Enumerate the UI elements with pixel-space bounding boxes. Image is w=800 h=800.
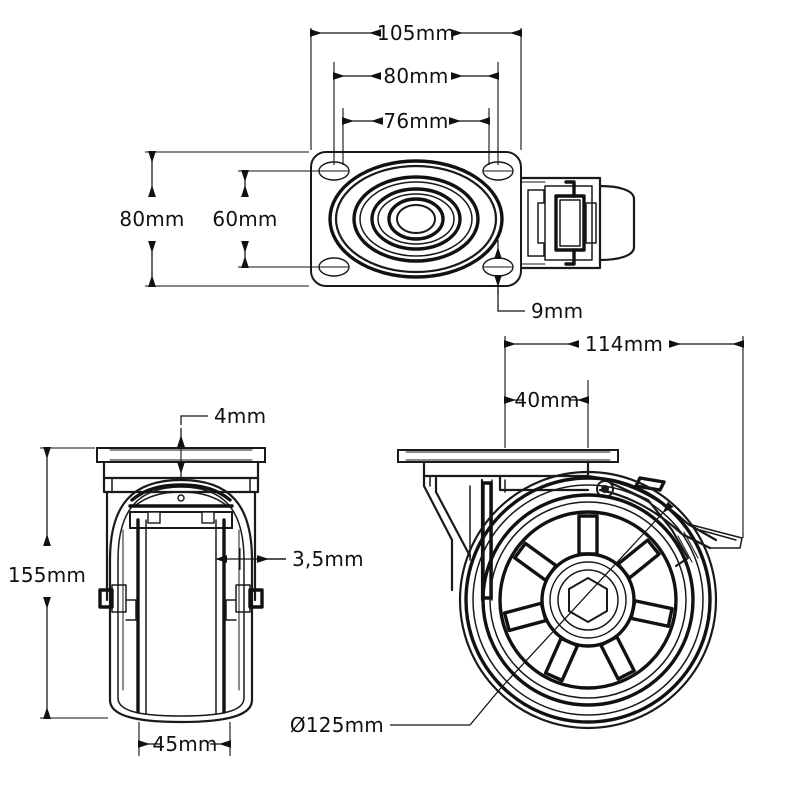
side-view-group: 114mm 40mm Ø125mm	[290, 332, 744, 737]
top-view-group: 105mm 80mm 76mm 80mm 60mm 9mm	[119, 21, 636, 323]
dimension-overall-height: 155mm	[8, 447, 86, 719]
dimension-label-bolt-spacing-long: 80mm	[383, 64, 448, 88]
dimension-wheel-diameter: Ø125mm	[290, 501, 674, 737]
front-view-group: 4mm 155mm 3,5mm 45mm	[8, 404, 364, 756]
top-view-extension-lines	[145, 28, 522, 287]
dimension-label-plate-length: 105mm	[377, 21, 455, 45]
dimension-label-bolt-pattern-long: 76mm	[383, 109, 448, 133]
side-view-mounting-plate	[397, 449, 619, 463]
dimension-label-tread-width: 45mm	[152, 732, 217, 756]
front-view-axle-bolts	[98, 584, 264, 621]
side-view-hex-hub	[568, 576, 608, 624]
dimension-bolt-pattern-long: 76mm	[342, 109, 490, 133]
dimension-label-bolt-hole-size: 9mm	[531, 299, 583, 323]
side-view-wheel	[458, 470, 718, 730]
front-view-wheel	[108, 478, 254, 724]
dimension-label-overall-height: 155mm	[8, 563, 86, 587]
dimension-label-tread-offset: 3,5mm	[292, 547, 364, 571]
dimension-label-swivel-offset: 40mm	[514, 388, 579, 412]
side-view-extension-lines	[504, 336, 744, 538]
dimension-bolt-pattern-short: 60mm	[212, 170, 277, 268]
dimension-label-overall-length: 114mm	[585, 332, 663, 356]
dimension-overall-length: 114mm	[504, 332, 744, 356]
dimension-bolt-spacing-long: 80mm	[333, 64, 499, 88]
dimension-label-bolt-pattern-short: 60mm	[212, 207, 277, 231]
top-view-bolt-holes	[318, 161, 514, 277]
top-view-swivel-race	[328, 159, 504, 279]
dimension-plate-width: 80mm	[119, 151, 184, 287]
dimension-label-wheel-diameter: Ø125mm	[290, 713, 384, 737]
dimension-bolt-hole-size: 9mm	[494, 240, 583, 323]
top-view-brake-housing	[519, 176, 636, 270]
dimension-label-plate-width: 80mm	[119, 207, 184, 231]
dimension-label-plate-thickness: 4mm	[214, 404, 266, 428]
dimension-plate-thickness: 4mm	[177, 404, 266, 480]
dimension-plate-length: 105mm	[310, 21, 522, 45]
dimension-swivel-offset: 40mm	[504, 388, 589, 412]
dimension-tread-width: 45mm	[138, 732, 231, 756]
dimension-tread-offset: 3,5mm	[215, 547, 364, 571]
